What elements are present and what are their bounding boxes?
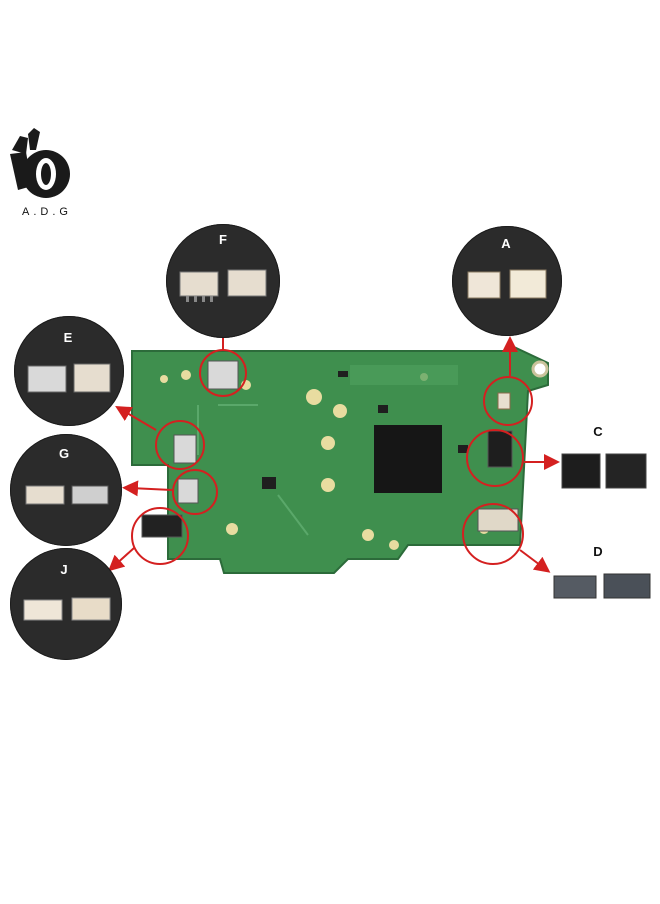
pcb-board: [131, 345, 549, 574]
connector-c-icon: [561, 453, 647, 489]
connector-j-icon: [23, 597, 111, 621]
hand-logo-icon: [10, 128, 70, 198]
connector-a-icon: [467, 269, 547, 299]
connector-d-icon: [553, 573, 651, 599]
callout-j-label: J: [60, 562, 68, 577]
connector-e-icon: [27, 363, 111, 393]
callout-g-label: G: [58, 446, 70, 461]
connector-f-icon: [179, 269, 267, 302]
callout-e-label: E: [63, 330, 73, 345]
brand-name: A.D.G: [22, 206, 72, 218]
callout-c-label: C: [593, 424, 603, 439]
callout-a-label: A: [501, 236, 511, 251]
callout-d-label: D: [593, 544, 603, 559]
connector-g-icon: [25, 485, 109, 505]
callout-f-label: F: [219, 232, 227, 247]
